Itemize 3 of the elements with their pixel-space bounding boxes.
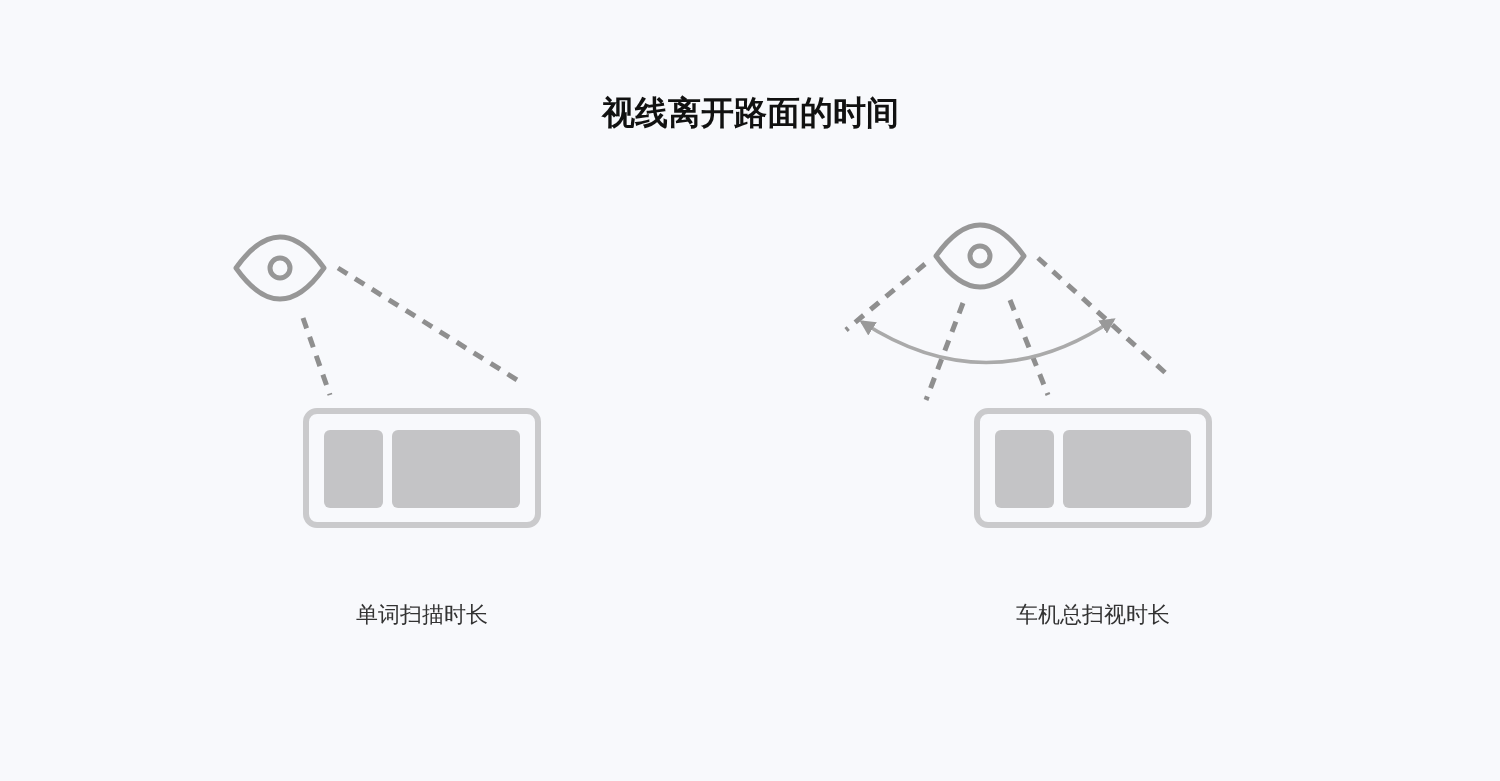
title: 视线离开路面的时间 [601,92,899,134]
caption-text: 单词扫描时长 [356,601,488,629]
caption-text: 车机总扫视时长 [1016,601,1170,629]
